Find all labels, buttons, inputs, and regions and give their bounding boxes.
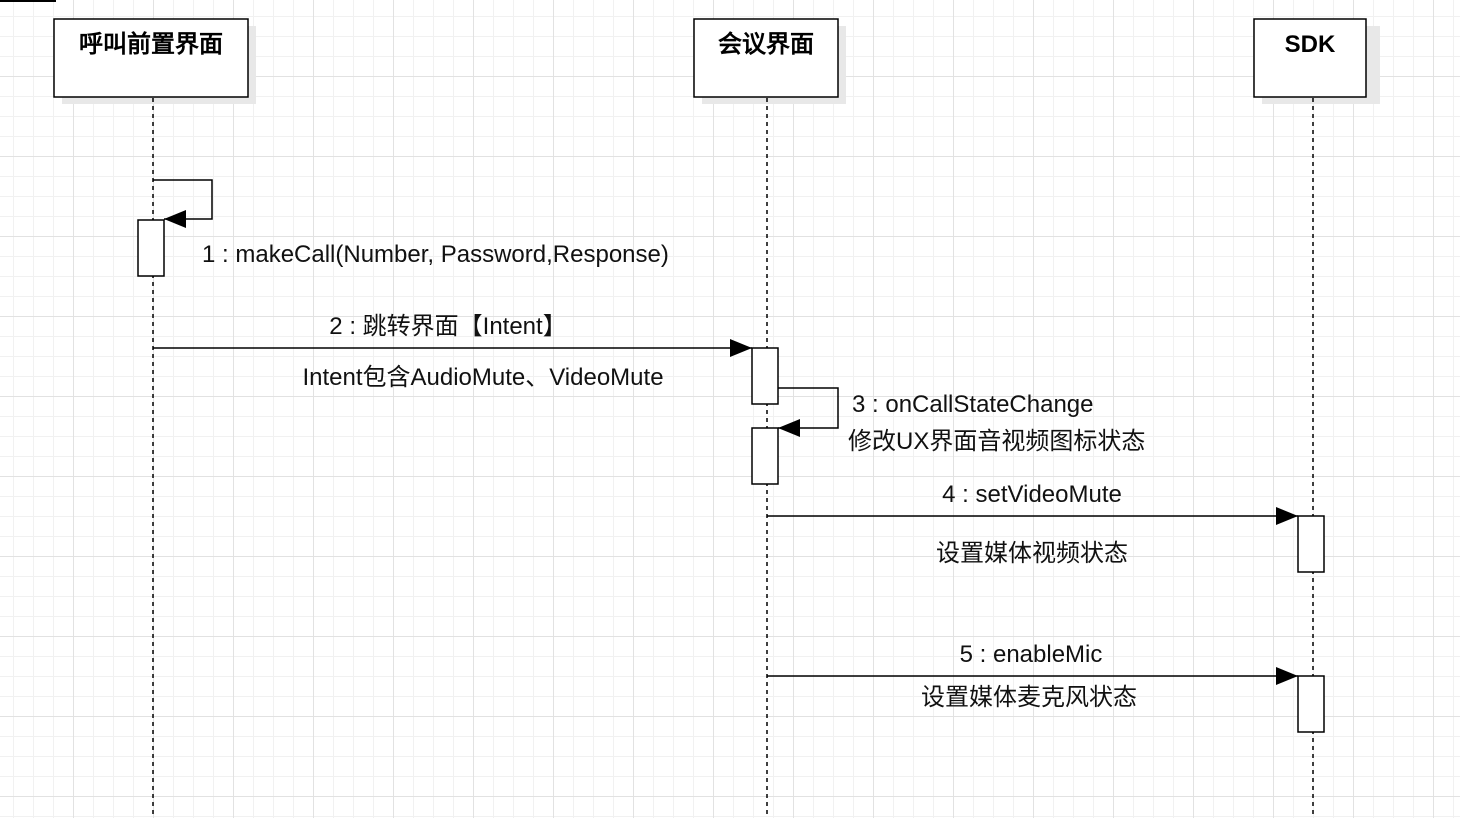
participant-title-sdk: SDK (1284, 31, 1336, 58)
activation-bar-4 (1297, 515, 1325, 573)
message-label-2: 2 : 跳转界面【Intent】 (329, 313, 567, 340)
message-note-2: Intent包含AudioMute、VideoMute (302, 364, 664, 391)
message-arrow-3 (778, 387, 839, 437)
message-label-1: 1 : makeCall(Number, Password,Response) (202, 241, 669, 268)
participant-title-meeting: 会议界面 (718, 31, 814, 58)
activation-bar-2 (751, 347, 779, 405)
activation-bar-3 (751, 427, 779, 485)
message-label-3: 3 : onCallStateChange (852, 391, 1094, 418)
activation-bar-1 (137, 219, 165, 277)
participant-box-meeting[interactable] (693, 18, 846, 104)
participant-title-call-setup: 呼叫前置界面 (79, 31, 223, 58)
message-arrow-1 (153, 179, 213, 228)
activation-bar-5 (1297, 675, 1325, 733)
message-label-4: 4 : setVideoMute (942, 481, 1122, 508)
message-note-4: 设置媒体视频状态 (936, 540, 1128, 567)
message-note-5: 设置媒体麦克风状态 (921, 684, 1137, 711)
participant-box-call-setup[interactable] (53, 18, 256, 104)
participant-box-sdk[interactable] (1253, 18, 1380, 104)
message-label-5: 5 : enableMic (959, 641, 1103, 668)
message-note-3: 修改UX界面音视频图标状态 (848, 428, 1146, 455)
